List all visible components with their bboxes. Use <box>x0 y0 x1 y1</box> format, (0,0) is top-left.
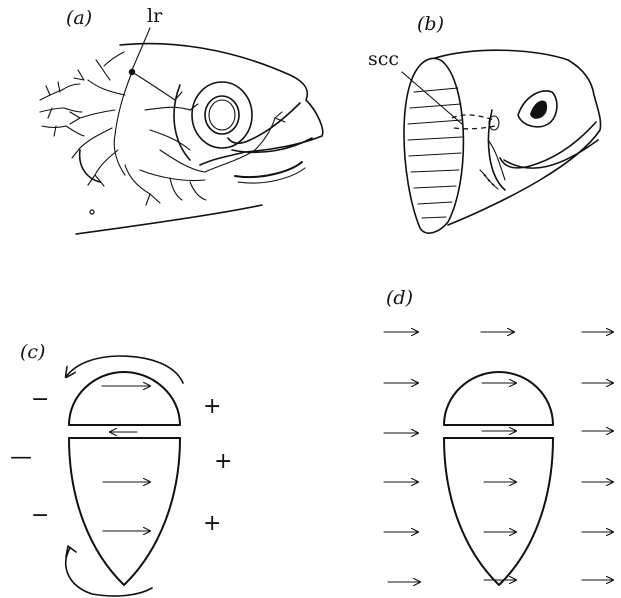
pressure-sign-lower-right: + <box>203 511 221 536</box>
section-d-lower-body <box>444 438 553 585</box>
panel-a: (a) lr <box>40 5 323 234</box>
pressure-sign-upper-left: − <box>31 387 49 412</box>
section-hatching <box>408 88 462 218</box>
panel-b-label: (b) <box>417 13 444 35</box>
panel-a-label: (a) <box>66 7 92 29</box>
section-c-lower-body <box>69 438 180 585</box>
circulation-arc-bottom <box>66 548 152 596</box>
panel-c-label: (c) <box>20 341 45 363</box>
fish-head-side-view <box>40 44 323 234</box>
pressure-sign-upper-right: + <box>203 394 221 419</box>
lateral-recess-marker <box>129 69 135 75</box>
uniform-flow-field <box>384 332 613 582</box>
panel-d: (d) <box>384 287 613 585</box>
semicircular-canal-label: scc <box>368 48 399 70</box>
eye-icon <box>192 82 252 148</box>
fish-head-cut-section <box>404 50 601 233</box>
circulation-arc-top <box>66 356 183 383</box>
panel-d-label: (d) <box>386 287 413 309</box>
pressure-sign-lower-left: − <box>31 503 49 528</box>
section-c-upper-semicircle <box>69 372 180 425</box>
panel-b: (b) scc <box>368 13 601 233</box>
pressure-sign-middle-right: + <box>214 449 232 474</box>
lateral-line-nerve-branches <box>40 52 285 205</box>
pressure-sign-middle-left: — <box>10 445 32 470</box>
section-d-upper-semicircle <box>444 372 553 425</box>
lateral-recess-label: lr <box>147 5 163 27</box>
panel-c: (c) − + — + − + <box>10 341 232 596</box>
lateral-recess-leader-line <box>132 28 150 70</box>
